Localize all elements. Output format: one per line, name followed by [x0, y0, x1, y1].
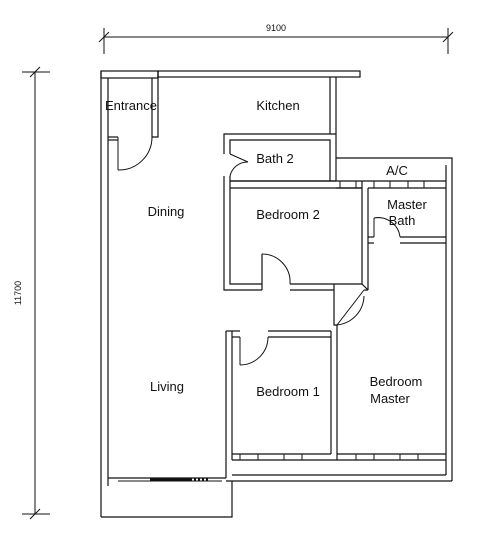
room-label-dining: Dining [148, 204, 185, 219]
windows [239, 181, 425, 460]
room-label-bedroom-master-line1: Bedroom [370, 374, 423, 389]
room-label-bedroom-2: Bedroom 2 [256, 207, 320, 222]
room-label-bath-2: Bath 2 [256, 151, 294, 166]
room-label-ac: A/C [386, 163, 408, 178]
walls [100, 70, 453, 518]
height-dimension [22, 66, 50, 520]
sliding-door [118, 477, 222, 482]
room-label-entrance: Entrance [105, 98, 157, 113]
room-label-master-bath-line2: Bath [389, 213, 416, 228]
height-dimension-label: 11700 [13, 281, 23, 305]
room-label-living: Living [150, 379, 184, 394]
room-label-master-bath-line1: Master [387, 197, 427, 212]
door-swings [117, 136, 401, 366]
room-label-kitchen: Kitchen [256, 98, 299, 113]
width-dimension-label: 9100 [266, 23, 286, 33]
room-label-bedroom-1: Bedroom 1 [256, 384, 320, 399]
width-dimension [98, 28, 454, 54]
room-label-bedroom-master-line2: Master [370, 391, 410, 406]
